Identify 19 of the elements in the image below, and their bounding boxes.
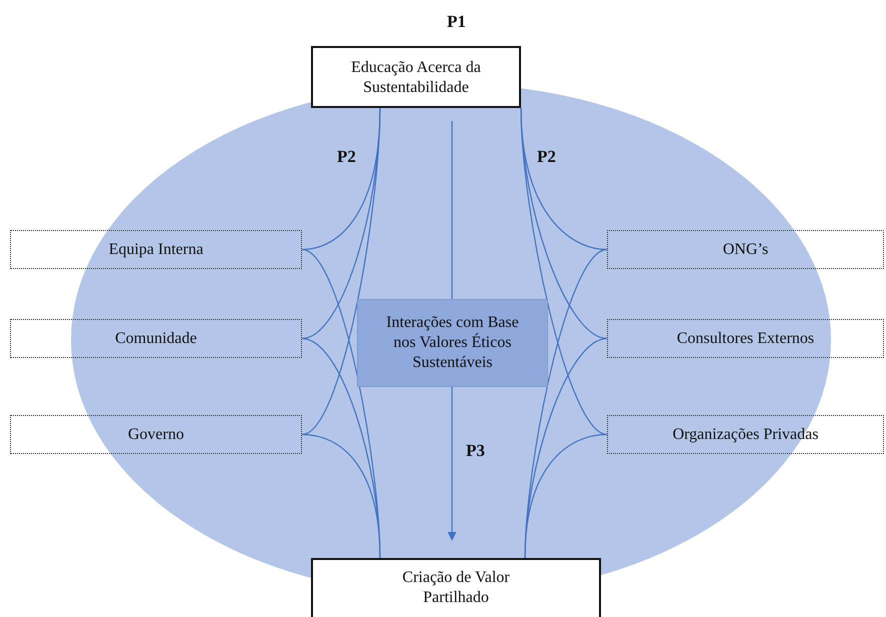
phase-label: P2 [537, 147, 556, 167]
stakeholder-box: Organizações Privadas [607, 415, 884, 454]
phase-label: P2 [337, 147, 356, 167]
stakeholder-box: Equipa Interna [10, 230, 302, 269]
stakeholder-box: Comunidade [10, 319, 302, 358]
connector-line [451, 121, 453, 299]
arrow [448, 387, 456, 541]
connector-line [524, 434, 608, 558]
stakeholder-box: ONG’s [607, 230, 884, 269]
phase-label: P3 [466, 441, 485, 461]
process-box: Educação Acerca da Sustentabilidade [311, 46, 521, 108]
connector-line [302, 434, 381, 558]
stakeholder-box: Governo [10, 415, 302, 454]
connector-line [520, 108, 608, 436]
stakeholder-box: Consultores Externos [607, 319, 884, 358]
phase-label: P1 [447, 12, 466, 32]
process-box: Criação de Valor Partilhado [311, 558, 601, 617]
connector-line [302, 108, 381, 436]
central-box: Interações com Base nos Valores Éticos Sustentáveis [357, 299, 548, 387]
